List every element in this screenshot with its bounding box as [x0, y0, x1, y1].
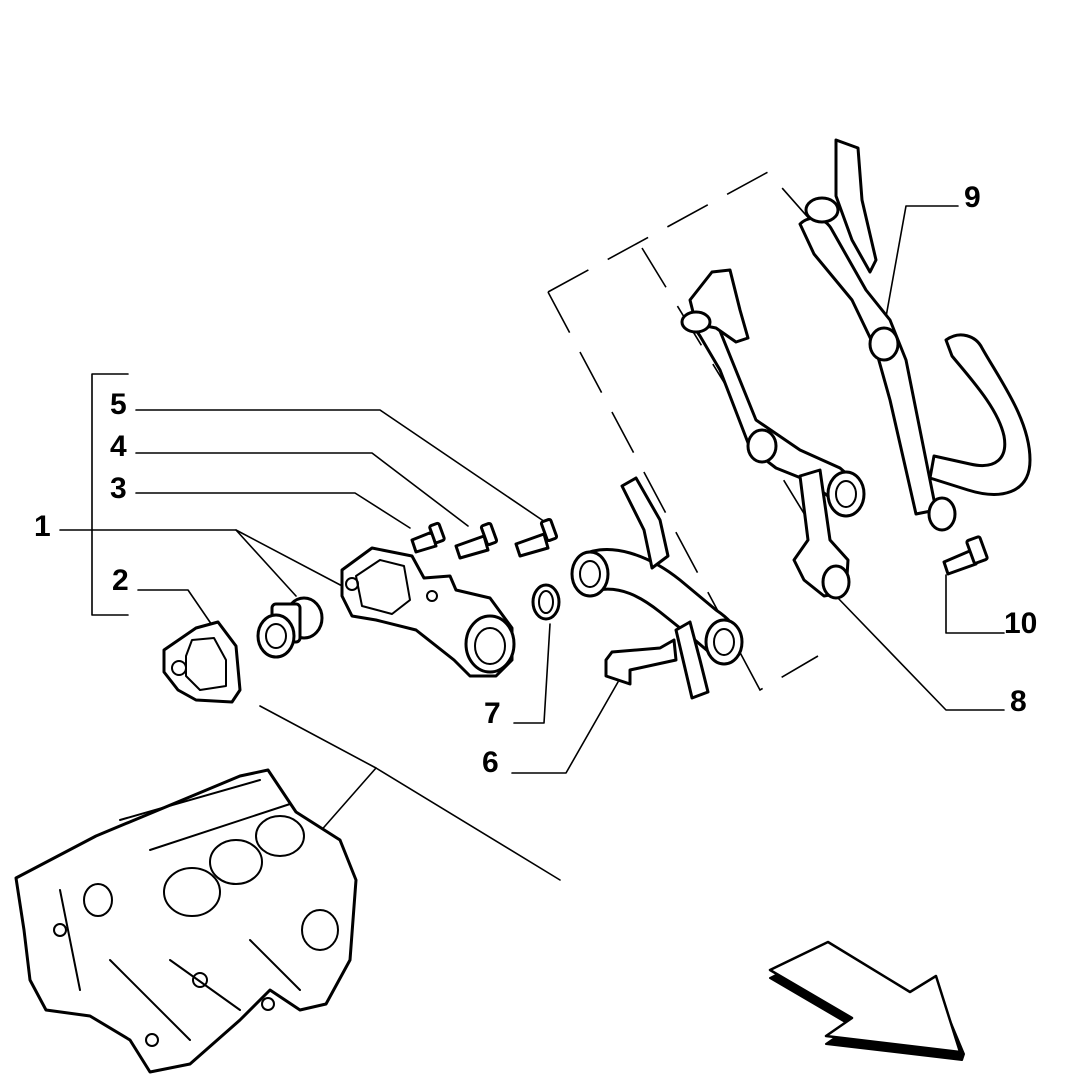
callout-10: 10 [1004, 607, 1037, 640]
leader-lines [59, 205, 1005, 881]
part-7-o-ring [531, 583, 561, 621]
callout-2: 2 [112, 564, 129, 597]
arrow-down-right-icon [768, 940, 965, 1061]
part-9-pipe-hose [798, 138, 1032, 532]
engine-block-icon [14, 768, 358, 1074]
callout-5: 5 [110, 388, 127, 421]
callout-6: 6 [482, 746, 499, 779]
callout-7: 7 [484, 697, 501, 730]
part-3-bolt [410, 521, 446, 554]
part-2-gasket [162, 620, 242, 704]
part-1-thermostat-housing [340, 546, 516, 678]
callout-3: 3 [110, 472, 127, 505]
part-1-thermostat-insert [256, 596, 324, 659]
part-4-bolt [454, 521, 499, 560]
callout-1: 1 [34, 510, 51, 543]
part-10-bolt [942, 535, 989, 576]
part-6-coolant-pipe [570, 476, 744, 700]
callout-4: 4 [110, 430, 127, 463]
callout-9: 9 [964, 181, 981, 214]
callout-8: 8 [1010, 685, 1027, 718]
callout-labels: 5 4 3 1 2 7 6 8 9 10 [34, 181, 1037, 779]
group-bracket [91, 373, 129, 616]
part-8-pipe-bracket [680, 268, 866, 600]
part-5-bolt [514, 517, 559, 558]
